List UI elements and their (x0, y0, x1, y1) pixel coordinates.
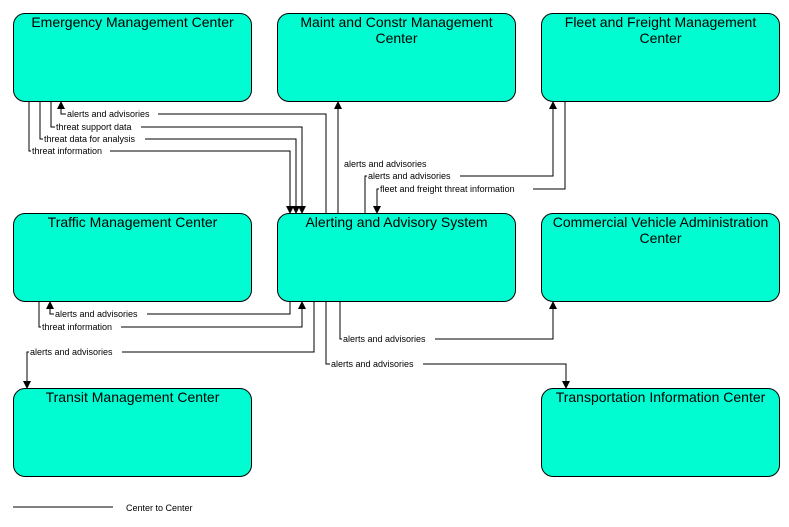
node-label: Transit Management Center (45, 389, 220, 405)
node-commercial-vehicle-administration-center[interactable]: Commercial Vehicle Administration Center (541, 213, 780, 302)
flow-label-ema-threat-info: threat information (32, 146, 102, 156)
flow-label-tic-alerts: alerts and advisories (331, 359, 414, 369)
flow-label-cva-alerts: alerts and advisories (343, 334, 426, 344)
flow-line-ema-threat-support (50, 102, 306, 214)
flow-line-ema-alerts (57, 101, 327, 213)
node-emergency-management-center[interactable]: Emergency Management Center (13, 13, 252, 102)
flow-line-transit-alerts (23, 302, 315, 389)
flow-label-tmc-threat-info: threat information (42, 322, 112, 332)
flow-label-maint-alerts: alerts and advisories (344, 159, 427, 169)
flow-line-fleet-alerts (364, 101, 557, 213)
node-label: Fleet and Freight Management Center (564, 14, 757, 46)
node-fleet-and-freight-management-center[interactable]: Fleet and Freight Management Center (541, 13, 780, 102)
node-label: Commercial Vehicle Administration Center (552, 214, 769, 246)
flow-label-fleet-threat: fleet and freight threat information (380, 184, 515, 194)
node-transportation-information-center[interactable]: Transportation Information Center (541, 388, 780, 477)
flow-label-tmc-alerts: alerts and advisories (55, 309, 138, 319)
flow-line-ema-threat-info (28, 102, 294, 214)
flow-label-fleet-alerts: alerts and advisories (368, 171, 451, 181)
node-label: Maint and Constr Management Center (300, 14, 493, 46)
flow-label-ema-threat-analysis: threat data for analysis (44, 134, 136, 144)
flow-label-ema-alerts: alerts and advisories (67, 109, 150, 119)
node-transit-management-center[interactable]: Transit Management Center (13, 388, 252, 477)
node-label: Emergency Management Center (31, 14, 234, 30)
node-alerting-and-advisory-system[interactable]: Alerting and Advisory System (277, 213, 516, 302)
node-label: Traffic Management Center (47, 214, 218, 230)
node-label: Alerting and Advisory System (305, 214, 488, 230)
legend-label: Center to Center (126, 503, 193, 513)
flow-label-transit-alerts: alerts and advisories (30, 347, 113, 357)
flow-line-fleet-threat (373, 102, 566, 214)
flow-line-cva-alerts (339, 301, 557, 340)
node-traffic-management-center[interactable]: Traffic Management Center (13, 213, 252, 302)
flow-line-ema-threat-analysis (39, 102, 300, 214)
flow-label-ema-threat-support: threat support data (56, 122, 132, 132)
flow-line-tmc-alerts (46, 301, 291, 315)
node-label: Transportation Information Center (555, 389, 766, 405)
flow-line-tic-alerts (325, 302, 570, 389)
flow-line-tmc-threat-info (38, 301, 306, 328)
node-maint-and-constr-management-center[interactable]: Maint and Constr Management Center (277, 13, 516, 102)
